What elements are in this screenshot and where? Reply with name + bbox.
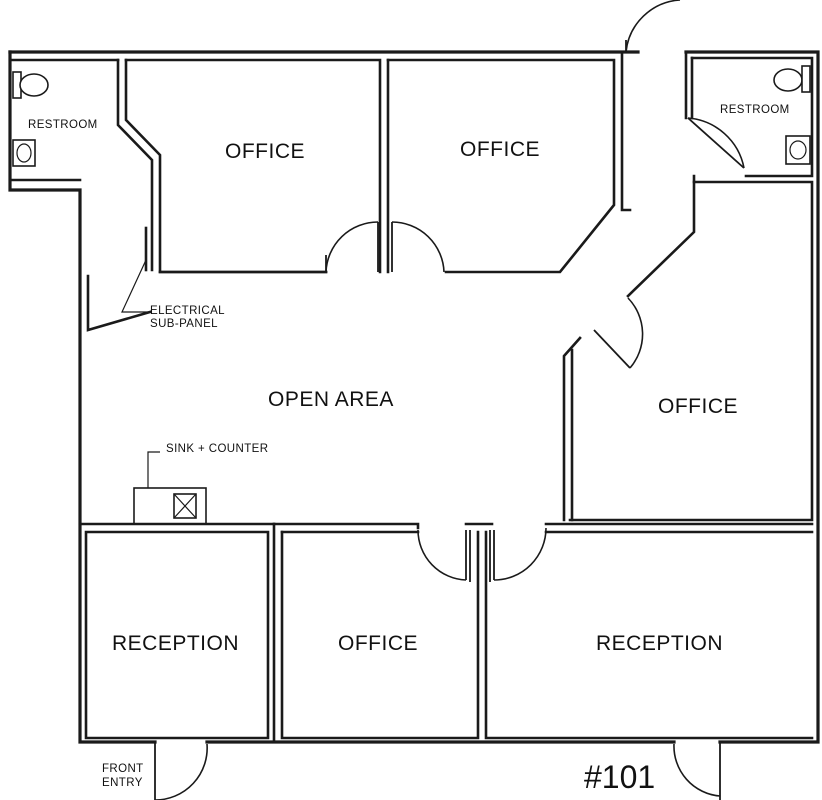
restroom-left: RESTROOM xyxy=(8,58,154,272)
exterior-walls xyxy=(8,50,820,744)
restroom-right: RESTROOM xyxy=(620,0,814,212)
door-office-top-left[interactable] xyxy=(325,221,379,273)
door-corridor-top[interactable] xyxy=(625,0,681,53)
restroom-left-label: RESTROOM xyxy=(28,119,98,131)
reception-right-label: RECEPTION xyxy=(596,632,723,655)
toilet-icon xyxy=(12,71,49,99)
rear-entry-door[interactable] xyxy=(673,742,721,800)
restroom-right-label: RESTROOM xyxy=(720,104,790,116)
office-top-left: OFFICE xyxy=(124,58,382,274)
sink-counter xyxy=(133,451,207,525)
toilet-icon xyxy=(773,65,811,93)
front-entry-label-2: ENTRY xyxy=(102,777,143,789)
front-entry-label: FRONT xyxy=(102,763,144,775)
office-top-mid: OFFICE xyxy=(386,58,616,274)
door-office-right[interactable] xyxy=(593,297,644,369)
office-bottom: OFFICE xyxy=(280,529,480,740)
unit-number: #101 xyxy=(584,759,655,795)
door-reception-right[interactable] xyxy=(489,527,547,582)
sink-counter-label: SINK + COUNTER xyxy=(166,443,268,455)
door-office-bottom[interactable] xyxy=(417,529,471,582)
office-right-label: OFFICE xyxy=(658,395,738,418)
open-area: OPEN AREA ELECTRICAL SUB-PANEL SINK + CO… xyxy=(86,226,394,525)
door-restroom-right[interactable] xyxy=(687,117,745,169)
electrical-subpanel-label: ELECTRICAL xyxy=(150,305,225,317)
front-entry-door[interactable] xyxy=(154,742,208,800)
sink-icon xyxy=(785,135,811,165)
interior-lower-walls xyxy=(78,522,814,744)
office-bottom-label: OFFICE xyxy=(338,632,418,655)
reception-left-label: RECEPTION xyxy=(112,632,239,655)
office-top-mid-label: OFFICE xyxy=(460,138,540,161)
office-right: OFFICE xyxy=(562,174,814,522)
reception-right: RECEPTION xyxy=(484,527,814,740)
reception-left: RECEPTION xyxy=(84,530,270,740)
open-area-label: OPEN AREA xyxy=(268,388,394,411)
sink-icon xyxy=(12,139,36,167)
door-office-top-mid[interactable] xyxy=(391,221,445,273)
office-top-left-label: OFFICE xyxy=(225,140,305,163)
electrical-subpanel-label-2: SUB-PANEL xyxy=(150,318,218,330)
